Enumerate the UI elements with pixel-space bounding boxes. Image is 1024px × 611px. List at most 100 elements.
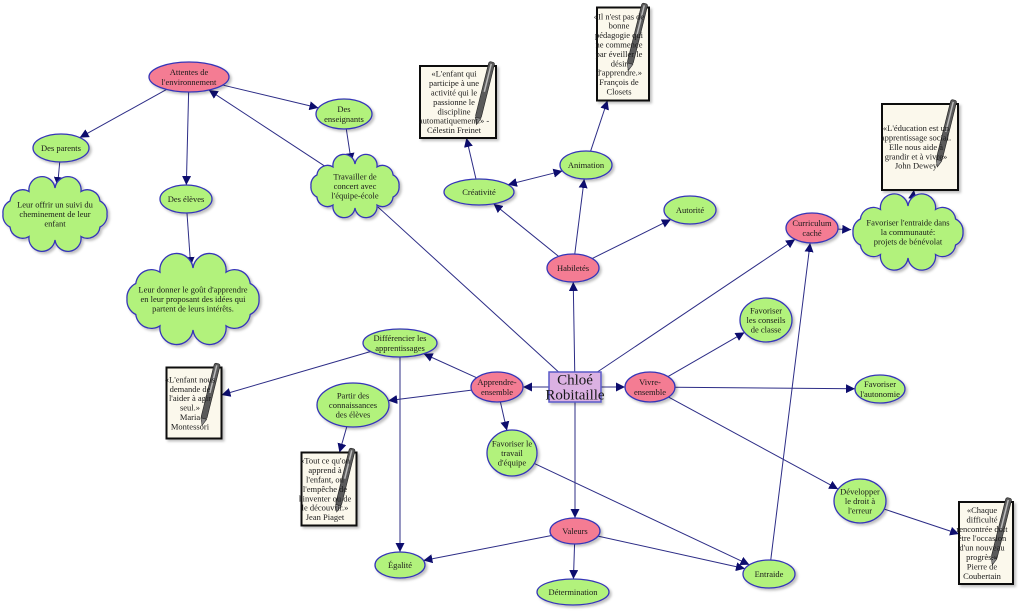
label-line: Égalité: [388, 560, 412, 570]
label-line: enfant: [44, 219, 66, 229]
concept-egalite[interactable]: Égalité: [374, 551, 426, 579]
label-line: Créativité: [462, 187, 496, 197]
label-line: Différencier les: [374, 333, 427, 343]
label-line: Apprendre-: [477, 377, 516, 387]
concept-vivre[interactable]: Vivre-ensemble: [624, 371, 676, 403]
edge-vivre-to-conseils: [667, 331, 745, 378]
label-line: l'inventer ou de: [299, 493, 352, 503]
pen-icon: [200, 362, 221, 427]
label-line: Robitaille: [545, 387, 605, 403]
concept-entraide[interactable]: Entraide: [742, 559, 796, 589]
concept-animation[interactable]: Animation: [559, 150, 613, 180]
label-line: partent de leurs intérêts.: [152, 304, 234, 314]
label-line: Favoriser: [750, 305, 782, 315]
node-shape: [148, 61, 230, 93]
label-line: Attentes de: [170, 67, 209, 77]
cloud-shape: [2, 176, 108, 252]
edge-curriculum-to-benevolat: [837, 224, 852, 234]
label-line: apprend à: [308, 465, 342, 475]
edge-animation-to-closets: [590, 100, 609, 152]
edge-attentes-to-parents: [79, 88, 167, 139]
node-shape: [739, 297, 793, 343]
label-line: Célestin Freinet: [427, 125, 482, 135]
edge-apprendre-to-travail: [499, 401, 510, 431]
concept-apprendre[interactable]: Apprendre-ensemble: [470, 371, 524, 403]
edge-valeurs-to-egalite: [423, 535, 552, 564]
edge-center-to-curriculum: [597, 238, 796, 373]
concept-valeurs[interactable]: Valeurs: [549, 517, 601, 545]
cloud-shape: [310, 153, 400, 219]
pen-icon: [626, 2, 648, 72]
center-box: [548, 371, 602, 403]
label-line: «Tout ce qu'on: [300, 456, 351, 466]
concept-determination[interactable]: Détermination: [536, 578, 610, 606]
label-line: Habiletés: [557, 263, 589, 273]
concept-habiletes[interactable]: Habiletés: [546, 253, 600, 283]
edge-habiletes-to-autorite: [591, 219, 672, 259]
edge-attentes-to-eleves: [182, 91, 192, 186]
label-line: travail: [501, 448, 523, 458]
pen-icon: [335, 447, 356, 513]
label-line: ensemble: [634, 387, 666, 397]
node-label: Animation: [568, 160, 605, 170]
label-line: Elle nous aide à: [889, 142, 943, 152]
node-label: Entraide: [755, 569, 784, 579]
node-shape: [559, 150, 613, 180]
label-line: Développer: [840, 486, 880, 496]
label-line: demande de: [170, 384, 211, 394]
label-line: des élèves: [336, 410, 371, 420]
concept-eleves[interactable]: Des élèves: [159, 184, 213, 214]
label-line: Coubertain: [963, 571, 1002, 581]
node-shape: [663, 195, 717, 225]
label-line: d'un nouveau: [959, 543, 1005, 553]
edge-habiletes-to-animation: [574, 178, 588, 255]
concept-parents[interactable]: Des parents: [32, 133, 90, 163]
node-shape: [785, 212, 839, 244]
concept-autorite[interactable]: Autorité: [663, 195, 717, 225]
label-line: connaissances: [329, 400, 377, 410]
label-line: la communauté:: [881, 227, 936, 237]
label-line: Partir des: [337, 390, 369, 400]
label-line: «L'enfant nous: [165, 374, 215, 384]
label-line: l'autonomie: [860, 389, 900, 399]
label-line: projets de bénévolat: [874, 237, 943, 247]
label-line: Travailler de: [333, 171, 377, 181]
label-line: en leur proposant des idées qui: [140, 294, 246, 304]
label-line: ensemble: [481, 387, 513, 397]
pen-icon: [990, 497, 1012, 566]
label-line: automatiquement.» -: [419, 116, 490, 126]
label-line: cheminement de leur: [19, 209, 90, 219]
concept-creativite[interactable]: Créativité: [443, 178, 515, 206]
edge-valeurs-to-entraide: [597, 535, 746, 572]
label-line: rencontrée doit: [956, 524, 1008, 534]
label-line: l'erreur: [848, 506, 872, 516]
